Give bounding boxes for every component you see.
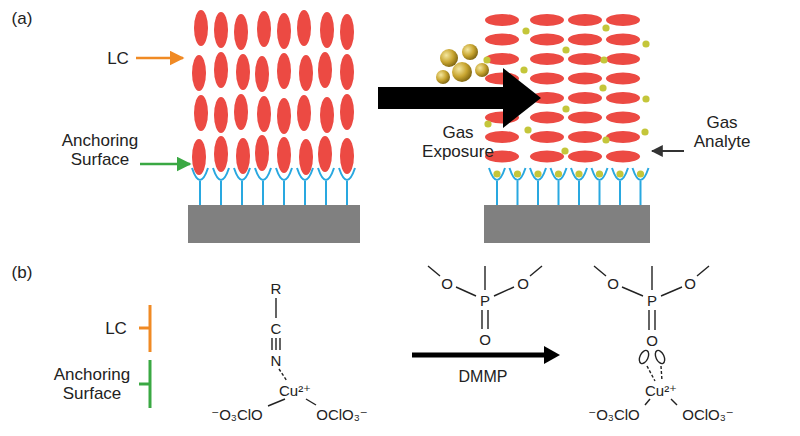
- atom-label: O: [607, 274, 619, 293]
- atom-label: O: [646, 331, 658, 350]
- part-label: Anchoring Surface: [54, 131, 146, 169]
- atom-label: O: [441, 274, 453, 293]
- anchoring-molecules: [489, 168, 649, 205]
- atom-label: C: [271, 319, 282, 338]
- bracket: [139, 305, 150, 408]
- substrate: [188, 205, 360, 243]
- chemical-bonds: [268, 266, 709, 406]
- substrate: [484, 205, 650, 243]
- atom-label: O: [479, 330, 491, 349]
- lc-molecules: [192, 10, 354, 175]
- part-label: LC: [107, 49, 129, 68]
- gas-spheres: [436, 44, 489, 84]
- atom-label: P: [647, 291, 657, 310]
- atom-label: OClO₃⁻: [682, 405, 734, 424]
- part-label: Gas Analyte: [682, 113, 762, 151]
- atom-label: R: [271, 279, 282, 298]
- atom-label: O: [517, 274, 529, 293]
- pointer-arrow: [652, 150, 684, 152]
- reagent-label: DMMP: [459, 367, 508, 386]
- atom-label: Cu²⁺: [279, 381, 311, 400]
- panel-letter: (b): [12, 263, 33, 282]
- part-label: LC: [105, 319, 127, 338]
- anchoring-molecules: [192, 168, 355, 205]
- atom-label: ⁻O₃ClO: [588, 405, 640, 424]
- pointer-arrow: [136, 57, 183, 60]
- reaction-arrow: [412, 353, 546, 358]
- atom-label: OClO₃⁻: [316, 405, 368, 424]
- process-label: Gas Exposure: [415, 123, 501, 161]
- atom-label: N: [271, 351, 282, 370]
- atom-label: O: [684, 274, 696, 293]
- panel-letter: (a): [12, 9, 33, 28]
- part-label: Anchoring Surface: [46, 365, 138, 403]
- reaction-arrow-head: [544, 346, 560, 364]
- atom-label: ⁻O₃ClO: [211, 405, 263, 424]
- atom-label: P: [480, 291, 490, 310]
- atom-label: Cu²⁺: [645, 381, 677, 400]
- pointer-arrow: [140, 163, 190, 166]
